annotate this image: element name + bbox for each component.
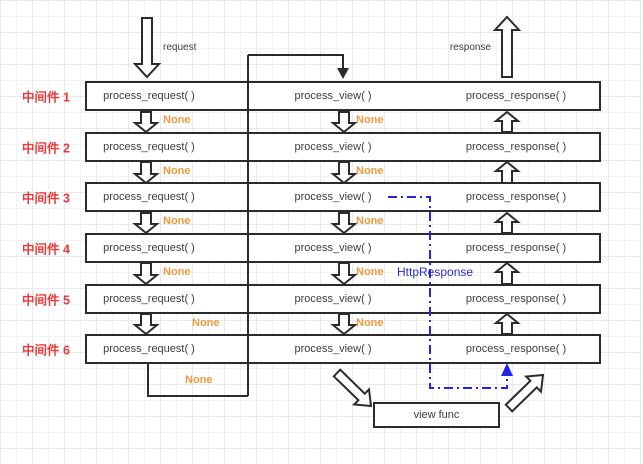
- response-up-arrow-icon: [493, 110, 521, 133]
- to-view-func-arrow-icon: [332, 368, 373, 408]
- middleware-row-3: 中间件 3 process_request( ) process_view( )…: [0, 182, 643, 212]
- none-down-arrow-icon: [132, 313, 160, 336]
- process-response-cell: process_response( ): [465, 141, 567, 153]
- process-view-cell: process_view( ): [294, 90, 372, 102]
- none-label: None: [163, 114, 191, 126]
- middleware-box-5: process_request( ) process_view( ) proce…: [85, 284, 601, 314]
- none-label: None: [356, 165, 384, 177]
- none-down-arrow-icon: [132, 111, 160, 134]
- response-label: response: [449, 42, 491, 53]
- to-process-view-arrowhead-icon: [337, 68, 349, 79]
- process-request-cell: process_request( ): [103, 343, 195, 355]
- none-label: None: [356, 266, 384, 278]
- none-down-arrow-icon: [330, 111, 358, 134]
- none-label: None: [356, 317, 384, 329]
- middleware-label-6: 中间件 6: [22, 343, 70, 358]
- process-response-cell: process_response( ): [465, 90, 567, 102]
- middleware-label-3: 中间件 3: [22, 191, 70, 206]
- request-label: request: [163, 42, 197, 53]
- none-down-arrow-icon: [132, 262, 160, 286]
- none-label: None: [163, 266, 191, 278]
- middleware-row-5: 中间件 5 process_request( ) process_view( )…: [0, 284, 643, 314]
- process-view-cell: process_view( ): [294, 141, 372, 153]
- none-down-arrow-icon: [330, 313, 358, 336]
- none-label: None: [192, 317, 220, 329]
- process-response-cell: process_response( ): [465, 242, 567, 254]
- none-label: None: [185, 374, 213, 386]
- httpresponse-arrowhead-icon: [501, 363, 513, 376]
- middleware-row-1: 中间件 1 process_request( ) process_view( )…: [0, 81, 643, 111]
- process-request-cell: process_request( ): [103, 141, 195, 153]
- none-label: None: [356, 114, 384, 126]
- process-response-cell: process_response( ): [465, 191, 567, 203]
- process-view-cell: process_view( ): [294, 343, 372, 355]
- middleware-label-2: 中间件 2: [22, 141, 70, 156]
- none-down-arrow-icon: [132, 212, 160, 235]
- process-request-cell: process_request( ): [103, 90, 195, 102]
- middleware-box-3: process_request( ) process_view( ) proce…: [85, 182, 601, 212]
- none-down-arrow-icon: [330, 161, 358, 185]
- to-process-view-line: [248, 54, 344, 71]
- process-view-cell: process_view( ): [294, 242, 372, 254]
- view-func-box: view func: [373, 402, 500, 428]
- process-view-cell: process_view( ): [294, 293, 372, 305]
- middleware-row-2: 中间件 2 process_request( ) process_view( )…: [0, 132, 643, 162]
- process-response-cell: process_response( ): [465, 293, 567, 305]
- process-request-cell: process_request( ): [103, 242, 195, 254]
- middleware-box-6: process_request( ) process_view( ) proce…: [85, 334, 601, 364]
- http-response-label: HttpResponse: [397, 265, 474, 279]
- response-up-arrow-icon: [493, 312, 521, 335]
- middleware-row-4: 中间件 4 process_request( ) process_view( )…: [0, 233, 643, 263]
- middleware-box-1: process_request( ) process_view( ) proce…: [85, 81, 601, 111]
- none-label: None: [163, 215, 191, 227]
- process-request-cell: process_request( ): [103, 293, 195, 305]
- response-up-arrow-icon: [493, 261, 521, 285]
- middleware-label-4: 中间件 4: [22, 242, 70, 257]
- middleware-label-5: 中间件 5: [22, 293, 70, 308]
- from-view-func-arrow-icon: [504, 373, 545, 413]
- middleware-row-6: 中间件 6 process_request( ) process_view( )…: [0, 334, 643, 364]
- response-arrow-icon: [492, 15, 522, 78]
- response-up-arrow-icon: [493, 211, 521, 234]
- none-down-arrow-icon: [330, 262, 358, 286]
- middleware-box-4: process_request( ) process_view( ) proce…: [85, 233, 601, 263]
- process-response-cell: process_response( ): [465, 343, 567, 355]
- request-arrow-icon: [132, 17, 162, 79]
- none-down-arrow-icon: [330, 212, 358, 235]
- process-request-cell: process_request( ): [103, 191, 195, 203]
- response-up-arrow-icon: [493, 160, 521, 184]
- process-view-cell: process_view( ): [294, 191, 372, 203]
- none-label: None: [163, 165, 191, 177]
- middleware-label-1: 中间件 1: [22, 90, 70, 105]
- none-down-arrow-icon: [132, 161, 160, 185]
- none-label: None: [356, 215, 384, 227]
- middleware-box-2: process_request( ) process_view( ) proce…: [85, 132, 601, 162]
